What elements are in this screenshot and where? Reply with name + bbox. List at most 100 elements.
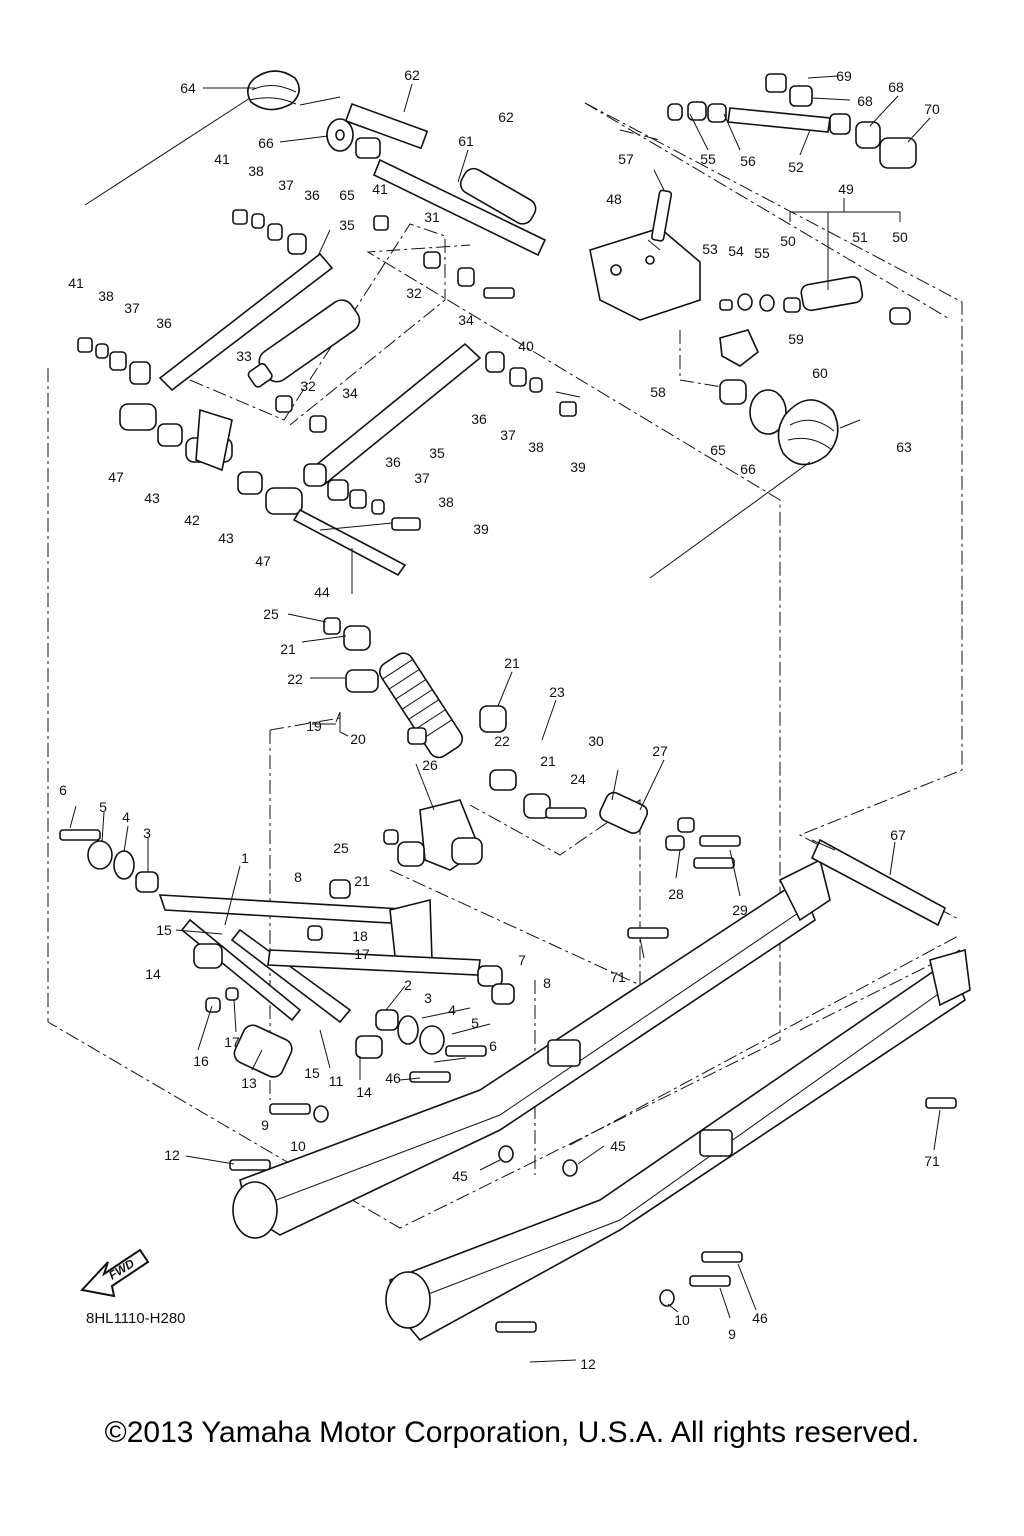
callout-21: 21 — [504, 655, 520, 671]
callout-32: 32 — [406, 285, 422, 301]
callout-12: 12 — [164, 1147, 180, 1163]
callout-21: 21 — [280, 641, 296, 657]
callout-53: 53 — [702, 241, 718, 257]
callout-22: 22 — [287, 671, 303, 687]
callout-35: 35 — [339, 217, 355, 233]
callout-22: 22 — [494, 733, 510, 749]
callout-38: 38 — [528, 439, 544, 455]
callout-55: 55 — [754, 245, 770, 261]
callout-39: 39 — [570, 459, 586, 475]
callout-3: 3 — [424, 990, 432, 1006]
callout-21: 21 — [354, 873, 370, 889]
callout-52: 52 — [788, 159, 804, 175]
callout-43: 43 — [144, 490, 160, 506]
callout-49: 49 — [838, 181, 854, 197]
callout-7: 7 — [518, 952, 526, 968]
forward-direction-arrow: FWD — [80, 1248, 150, 1298]
callout-24: 24 — [570, 771, 586, 787]
callout-50: 50 — [892, 229, 908, 245]
callout-30: 30 — [588, 733, 604, 749]
callout-47: 47 — [255, 553, 271, 569]
callout-37: 37 — [278, 177, 294, 193]
callout-8: 8 — [543, 975, 551, 991]
callout-55: 55 — [700, 151, 716, 167]
callout-37: 37 — [124, 300, 140, 316]
callout-37: 37 — [414, 470, 430, 486]
callout-13: 13 — [241, 1075, 257, 1091]
callout-leaders — [69, 75, 941, 1363]
callout-10: 10 — [674, 1312, 690, 1328]
rear-shock-group — [323, 617, 741, 871]
callout-6: 6 — [489, 1038, 497, 1054]
callout-45: 45 — [452, 1168, 468, 1184]
callout-9: 9 — [728, 1326, 736, 1342]
callout-69: 69 — [836, 68, 852, 84]
callout-27: 27 — [652, 743, 668, 759]
callout-6: 6 — [59, 782, 67, 798]
callout-59: 59 — [788, 331, 804, 347]
callout-35: 35 — [429, 445, 445, 461]
callout-44: 44 — [314, 584, 330, 600]
callout-2: 2 — [404, 977, 412, 993]
callout-40: 40 — [518, 338, 534, 354]
callout-56: 56 — [740, 153, 756, 169]
callout-15: 15 — [304, 1065, 320, 1081]
callout-20: 20 — [350, 731, 366, 747]
callout-38: 38 — [248, 163, 264, 179]
callout-41: 41 — [372, 181, 388, 197]
callout-31: 31 — [424, 209, 440, 225]
callout-1: 1 — [241, 850, 249, 866]
callout-37: 37 — [500, 427, 516, 443]
callout-36: 36 — [304, 187, 320, 203]
callout-9: 9 — [261, 1117, 269, 1133]
callout-38: 38 — [438, 494, 454, 510]
upper-arm-group — [77, 70, 577, 577]
callout-48: 48 — [606, 191, 622, 207]
callout-39: 39 — [473, 521, 489, 537]
copyright-notice: ©2013 Yamaha Motor Corporation, U.S.A. A… — [104, 1416, 920, 1449]
callout-8: 8 — [294, 869, 302, 885]
callout-16: 16 — [193, 1053, 209, 1069]
callout-29: 29 — [732, 902, 748, 918]
callout-61: 61 — [458, 133, 474, 149]
callout-47: 47 — [108, 469, 124, 485]
callout-67: 67 — [890, 827, 906, 843]
callout-11: 11 — [329, 1073, 344, 1089]
callout-4: 4 — [122, 809, 130, 825]
callout-41: 41 — [214, 151, 230, 167]
callout-66: 66 — [258, 135, 274, 151]
callout-65: 65 — [339, 187, 355, 203]
callout-14: 14 — [356, 1084, 372, 1100]
callout-26: 26 — [422, 757, 438, 773]
callout-numbers: 64 62 62 66 61 65 41 38 37 36 41 35 31 6… — [59, 67, 940, 1372]
callout-25: 25 — [333, 840, 349, 856]
callout-46: 46 — [385, 1070, 401, 1086]
callout-62: 62 — [498, 109, 514, 125]
callout-28: 28 — [668, 886, 684, 902]
callout-46: 46 — [752, 1310, 768, 1326]
callout-57: 57 — [618, 151, 634, 167]
callout-12: 12 — [580, 1356, 596, 1372]
callout-36: 36 — [471, 411, 487, 427]
callout-65: 65 — [710, 442, 726, 458]
callout-36: 36 — [385, 454, 401, 470]
callout-15: 15 — [156, 922, 172, 938]
drawing-code: 8HL1110-H280 — [86, 1310, 186, 1327]
callout-5: 5 — [471, 1015, 479, 1031]
slide-rails-group — [232, 838, 971, 1342]
callout-5: 5 — [99, 799, 107, 815]
callout-34: 34 — [458, 312, 474, 328]
callout-71: 71 — [924, 1153, 940, 1169]
callout-41: 41 — [68, 275, 84, 291]
callout-34: 34 — [342, 385, 358, 401]
callout-58: 58 — [650, 384, 666, 400]
pivot-arm-group — [589, 73, 917, 579]
callout-14: 14 — [145, 966, 161, 982]
callout-19: 19 — [306, 718, 322, 734]
callout-4: 4 — [448, 1002, 456, 1018]
callout-68: 68 — [888, 79, 904, 95]
callout-23: 23 — [549, 684, 565, 700]
callout-70: 70 — [924, 101, 940, 117]
callout-54: 54 — [728, 243, 744, 259]
